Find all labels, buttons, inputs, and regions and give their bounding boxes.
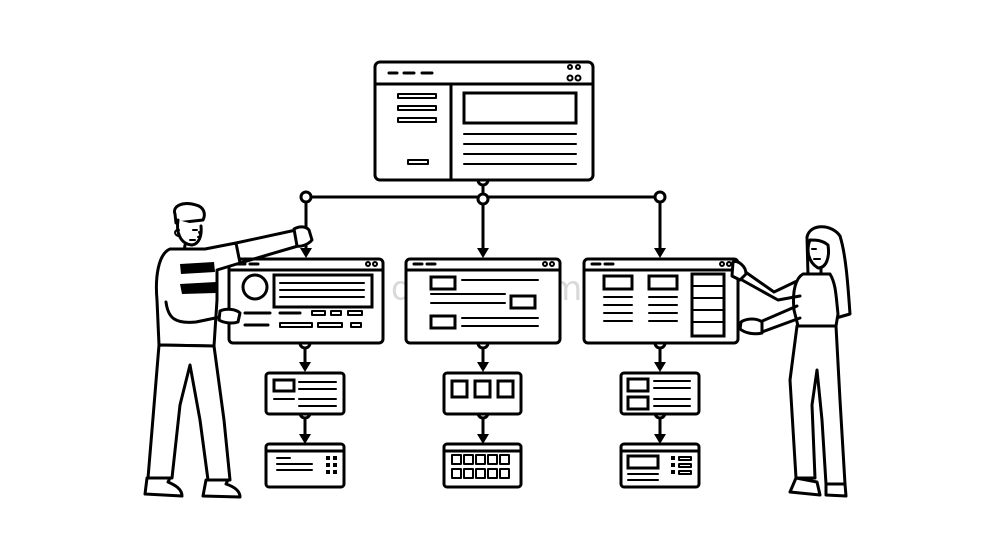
level3-right-card: [619, 371, 701, 416]
arrow-heads: [299, 248, 666, 444]
level4-left-card: [264, 442, 346, 489]
level2-left-window: [227, 257, 385, 345]
level3-center-card: [442, 371, 523, 416]
level3-left-card: [264, 371, 346, 416]
man-figure: [143, 202, 314, 499]
level4-right-card: [619, 442, 701, 489]
woman-figure: [730, 225, 852, 498]
level2-center-window: [404, 257, 562, 345]
level2-right-window: [582, 257, 740, 345]
level4-center-card: [442, 442, 523, 489]
top-browser-window: [373, 60, 595, 182]
